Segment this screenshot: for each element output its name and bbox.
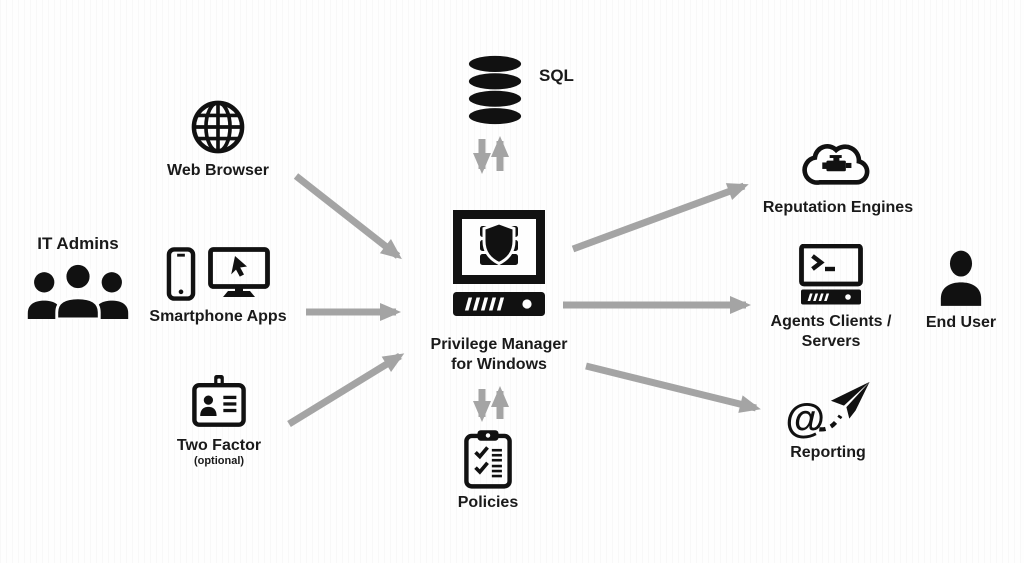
node-it-admins: IT Admins — [14, 233, 142, 320]
node-two-factor: Two Factor (optional) — [158, 375, 280, 467]
globe-icon — [191, 100, 245, 154]
at-glyph: @ — [785, 395, 825, 439]
it-admins-group-icon — [27, 263, 129, 320]
node-policies: Policies — [452, 429, 524, 513]
node-web-browser: Web Browser — [152, 100, 284, 181]
smartphone-icon — [166, 247, 196, 301]
agents-clients-servers-label-line1: Agents Clients / — [770, 313, 892, 330]
reputation-cloud-engine-icon — [802, 144, 870, 185]
monitor-cursor-icon — [208, 247, 270, 297]
policies-clipboard-icon — [464, 430, 512, 489]
privilege-manager-label-line2: for Windows — [451, 356, 547, 373]
node-agents-clients-servers: Agents Clients / Servers — [758, 244, 904, 352]
sql-label: SQL — [539, 66, 574, 85]
smartphone-apps-label: Smartphone Apps — [149, 308, 287, 325]
node-reputation-engines: Reputation Engines — [756, 135, 920, 218]
reputation-engines-label: Reputation Engines — [762, 199, 914, 216]
id-badge-icon — [192, 375, 246, 427]
it-admins-label: IT Admins — [37, 234, 119, 253]
node-smartphone-apps: Smartphone Apps — [140, 247, 296, 327]
end-user-person-icon — [940, 250, 982, 306]
reporting-label: Reporting — [790, 444, 866, 461]
node-end-user: End User — [918, 249, 1004, 333]
edge-privilege-manager-to-reporting — [585, 362, 761, 413]
two-factor-label: Two Factor — [176, 437, 262, 454]
agents-clients-servers-label-line2: Servers — [801, 333, 861, 350]
edge-two-factor-to-privilege-manager — [287, 353, 405, 427]
agents-terminal-server-icon — [799, 244, 863, 305]
privilege-manager-server-icon — [453, 210, 545, 316]
sql-database-icon — [468, 55, 522, 125]
node-privilege-manager: Privilege Manager for Windows — [424, 210, 574, 375]
node-reporting: @ Reporting — [776, 379, 880, 463]
reporting-at-plane-icon: @ — [785, 381, 870, 439]
edge-web-browser-to-privilege-manager — [293, 173, 402, 260]
node-sql: SQL — [466, 55, 574, 127]
edge-privilege-manager-to-reputation-engines — [571, 182, 749, 253]
two-factor-sublabel: (optional) — [193, 455, 245, 467]
privilege-manager-label-line1: Privilege Manager — [430, 336, 568, 353]
web-browser-label: Web Browser — [167, 162, 269, 179]
end-user-label: End User — [925, 314, 997, 331]
policies-label: Policies — [457, 494, 519, 511]
